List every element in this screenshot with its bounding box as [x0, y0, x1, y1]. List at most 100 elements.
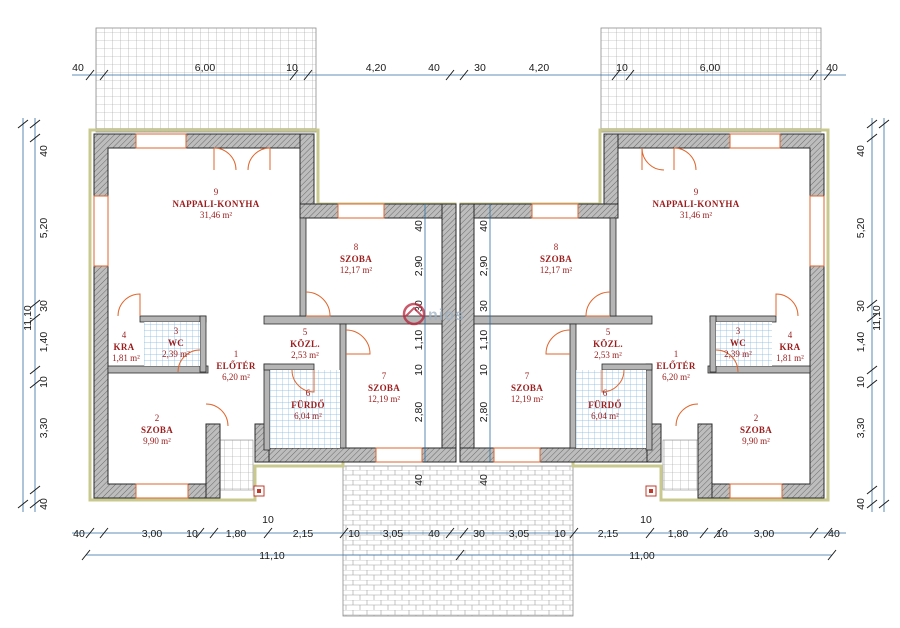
svg-text:NAPPALI-KONYHA: NAPPALI-KONYHA	[652, 199, 739, 209]
svg-text:4: 4	[122, 330, 127, 340]
svg-text:8: 8	[554, 242, 559, 252]
bottom-dim-extra-1: 10	[640, 514, 652, 526]
bottom-dimensions: 40 3,00 10 1,80 2,15 10 3,05 40 30 3,05 …	[73, 514, 840, 562]
inner-left-dim-0: 40	[413, 220, 425, 232]
svg-text:2,39 m²: 2,39 m²	[162, 349, 190, 359]
room-label-left-kra: 4 KRA 1,81 m²	[112, 330, 140, 363]
svg-text:12,17 m²: 12,17 m²	[340, 265, 373, 275]
windows	[93, 133, 825, 499]
svg-text:5: 5	[606, 327, 611, 337]
room-label-right-wc: 3 WC 2,39 m²	[724, 326, 752, 359]
right-dim-4: 10	[855, 376, 867, 388]
bottom-dim-extra-0: 10	[262, 514, 274, 526]
top-dim-5: 30	[474, 62, 486, 74]
bottom-dim-7: 40	[428, 528, 440, 540]
svg-text:3: 3	[174, 326, 179, 336]
inner-left-dim-6: 40	[413, 474, 425, 486]
svg-text:SZOBA: SZOBA	[511, 383, 543, 393]
svg-text:6,04 m²: 6,04 m²	[591, 411, 619, 421]
right-dim-6: 40	[855, 498, 867, 510]
room-label-right-furdo: 6 FÜRDŐ 6,04 m²	[588, 388, 622, 421]
svg-text:WC: WC	[168, 338, 184, 348]
svg-text:2: 2	[754, 413, 759, 423]
house-logo-icon	[402, 302, 426, 326]
left-dim-5: 3,30	[38, 418, 50, 439]
inner-left-dim-4: 10	[413, 364, 425, 376]
left-dim-6: 40	[38, 498, 50, 510]
room-label-left-nappali: 9 NAPPALI-KONYHA 31,46 m²	[172, 187, 259, 220]
bottom-dim-8: 30	[473, 528, 485, 540]
bottom-dim-2: 10	[186, 528, 198, 540]
svg-text:31,46 m²: 31,46 m²	[680, 210, 713, 220]
top-dim-4: 40	[428, 62, 440, 74]
room-label-right-kozl: 5 KÖZL. 2,53 m²	[593, 327, 622, 360]
left-dim-0: 40	[38, 145, 50, 157]
inner-left-dim-3: 1,10	[413, 330, 425, 351]
svg-text:7: 7	[382, 371, 387, 381]
svg-text:SZOBA: SZOBA	[540, 254, 572, 264]
svg-text:6: 6	[306, 388, 311, 398]
tiled-rooms	[144, 322, 772, 448]
top-dim-1: 6,00	[195, 62, 216, 74]
inner-left-dim-5: 2,80	[413, 402, 425, 423]
room-label-right-eloter: 1 ELŐTÉR 6,20 m²	[656, 349, 695, 382]
bottom-dim-13: 10	[716, 528, 728, 540]
bottom-dim-5: 10	[348, 528, 360, 540]
svg-text:1,81 m²: 1,81 m²	[112, 353, 140, 363]
svg-text:1,81 m²: 1,81 m²	[776, 353, 804, 363]
dimension-ticks	[17, 69, 890, 561]
bottom-dim-11: 2,15	[598, 528, 619, 540]
top-dim-3: 4,20	[366, 62, 387, 74]
doors	[117, 147, 799, 427]
left-dim-1: 5,20	[38, 218, 50, 239]
svg-text:2,53 m²: 2,53 m²	[291, 350, 319, 360]
bottom-dim-9: 3,05	[509, 528, 530, 540]
paved-area	[342, 465, 574, 617]
room-label-right-szoba-2: 2 SZOBA 9,90 m²	[740, 413, 772, 446]
right-dim-3: 1,40	[855, 332, 867, 353]
svg-text:31,46 m²: 31,46 m²	[200, 210, 233, 220]
bottom-dim-14: 3,00	[754, 528, 775, 540]
inner-right-dim-4: 10	[478, 364, 490, 376]
svg-text:9,90 m²: 9,90 m²	[143, 436, 171, 446]
inner-right-dim-6: 40	[478, 474, 490, 486]
room-label-left-eloter: 1 ELŐTÉR 6,20 m²	[216, 349, 255, 382]
svg-text:FÜRDŐ: FÜRDŐ	[588, 400, 622, 410]
svg-text:4: 4	[788, 330, 793, 340]
inner-right-dim-5: 2,80	[478, 402, 490, 423]
svg-text:SZOBA: SZOBA	[740, 425, 772, 435]
right-dim-2: 30	[855, 300, 867, 312]
terrace-left	[95, 27, 317, 133]
entry-step-left	[216, 439, 254, 491]
inner-right-dim-3: 1,10	[478, 330, 490, 351]
left-dim-2: 30	[38, 300, 50, 312]
svg-text:KÖZL.: KÖZL.	[290, 339, 320, 349]
svg-text:12,19 m²: 12,19 m²	[511, 394, 544, 404]
bottom-dim-6: 3,05	[383, 528, 404, 540]
bottom-total-right: 11,00	[629, 550, 655, 562]
top-dim-8: 6,00	[700, 62, 721, 74]
entry-step-right	[662, 439, 700, 491]
right-dim-1: 5,20	[855, 218, 867, 239]
svg-text:WC: WC	[730, 338, 746, 348]
left-total: 11,10	[22, 305, 34, 331]
inner-right-dimensions: 40 2,90 30 1,10 10 2,80 40	[478, 220, 490, 486]
right-dim-5: 3,30	[855, 418, 867, 439]
bottom-dim-3: 1,80	[226, 528, 247, 540]
bottom-total-left: 11,10	[259, 550, 285, 562]
inner-right-dim-2: 30	[478, 300, 490, 312]
inner-right-dim-1: 2,90	[478, 256, 490, 277]
svg-text:6,04 m²: 6,04 m²	[294, 411, 322, 421]
svg-text:2: 2	[155, 413, 160, 423]
svg-text:12,17 m²: 12,17 m²	[540, 265, 573, 275]
top-dim-2: 10	[286, 62, 298, 74]
terrace-right	[600, 27, 822, 133]
top-dim-0: 40	[72, 62, 84, 74]
meter-box-left	[253, 485, 265, 497]
bottom-dim-1: 3,00	[142, 528, 163, 540]
room-label-right-szoba-8: 8 SZOBA 12,17 m²	[540, 242, 573, 275]
svg-text:SZOBA: SZOBA	[340, 254, 372, 264]
svg-text:9: 9	[694, 187, 699, 197]
svg-text:KRA: KRA	[114, 342, 135, 352]
interior-walls	[107, 217, 811, 451]
